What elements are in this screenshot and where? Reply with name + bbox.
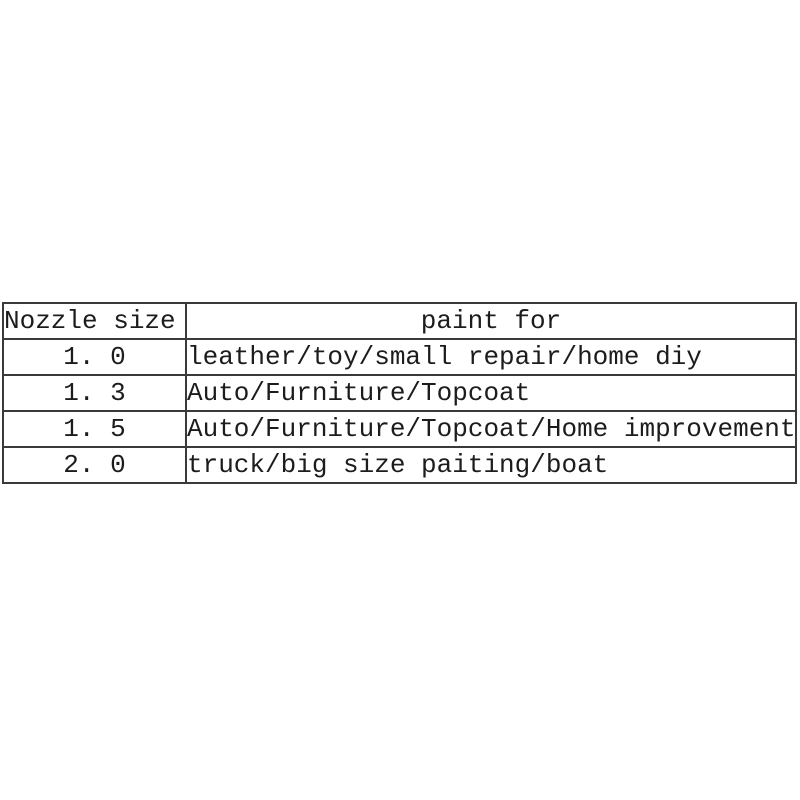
table-header-row: Nozzle size paint for — [2, 302, 797, 340]
cell-nozzle-size: 1. 3 — [2, 374, 187, 412]
cell-nozzle-size: 2. 0 — [2, 446, 187, 484]
cell-paint-for: Auto/Furniture/Topcoat — [185, 374, 797, 412]
table-row: 1. 0 leather/toy/small repair/home diy — [2, 338, 797, 376]
nozzle-size-table: Nozzle size paint for 1. 0 leather/toy/s… — [2, 302, 797, 484]
table-row: 1. 5 Auto/Furniture/Topcoat/Home improve… — [2, 410, 797, 448]
header-cell-nozzle-size: Nozzle size — [2, 302, 187, 340]
header-cell-paint-for: paint for — [185, 302, 797, 340]
cell-nozzle-size: 1. 0 — [2, 338, 187, 376]
cell-paint-for: truck/big size paiting/boat — [185, 446, 797, 484]
cell-paint-for: Auto/Furniture/Topcoat/Home improvement — [185, 410, 797, 448]
table-row: 2. 0 truck/big size paiting/boat — [2, 446, 797, 484]
table-row: 1. 3 Auto/Furniture/Topcoat — [2, 374, 797, 412]
cell-nozzle-size: 1. 5 — [2, 410, 187, 448]
cell-paint-for: leather/toy/small repair/home diy — [185, 338, 797, 376]
